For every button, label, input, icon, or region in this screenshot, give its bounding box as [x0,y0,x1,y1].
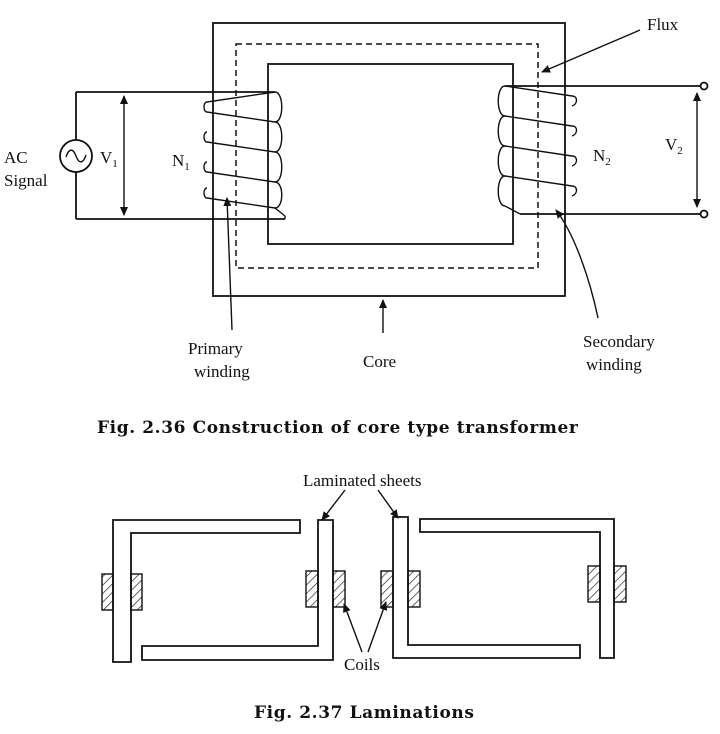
coil-2a [305,570,319,608]
core-label: Core [363,352,396,371]
flux-pointer [541,29,641,73]
sine-wave-icon [65,149,87,163]
lamination-left-L [112,519,301,663]
primary-circuit [59,91,285,220]
ac-source [59,139,93,173]
fig2-caption: Fig. 2.37 Laminations [254,703,475,723]
primary-winding-label-line1: Primary [188,339,243,358]
lamination-rightcenter-L [392,516,581,659]
flux-path [235,43,539,269]
coil-3a [380,570,394,608]
laminated-sheets-pointer-left [321,489,346,521]
ac-label-line1: AC [4,148,28,167]
core-outer [212,22,566,297]
terminal-bottom [699,209,709,219]
coils-pointer-right [367,601,388,653]
secondary-winding-label-line2: winding [586,355,642,374]
coil-1a [101,573,114,611]
v2-label: V2 [665,135,683,157]
fig1-caption: Fig. 2.36 Construction of core type tran… [97,418,579,438]
lamination-right-L [419,518,615,659]
primary-pointer [223,197,233,331]
laminated-sheets-label: Laminated sheets [303,471,422,490]
coil-4a [587,565,601,603]
n1-label: N1 [172,151,190,173]
coil-1b [130,573,143,611]
primary-winding [203,91,286,219]
laminations-diagram: Laminated sheets Coils Fig. 2.37 Laminat… [101,471,627,723]
primary-winding-label-line2: winding [194,362,250,381]
ac-label-line2: Signal [4,171,48,190]
core-type-transformer-diagram: Flux AC Signal V1 N1 N2 V2 Primary windi… [4,15,709,438]
terminal-top [699,81,709,91]
coil-2b [332,570,346,608]
core-inner [267,63,514,245]
flux-label: Flux [647,15,679,34]
laminated-sheets-pointer-right [377,489,399,519]
coil-4b [613,565,627,603]
coils-label: Coils [344,655,380,674]
v1-label: V1 [100,148,118,170]
secondary-circuit [505,81,709,219]
secondary-winding [497,85,578,215]
coil-3b [407,570,421,608]
secondary-pointer [555,209,599,319]
secondary-winding-label-line1: Secondary [583,332,655,351]
n2-label: N2 [593,146,611,168]
lamination-leftcenter-L [141,519,334,661]
coils-pointer-left [343,603,363,653]
